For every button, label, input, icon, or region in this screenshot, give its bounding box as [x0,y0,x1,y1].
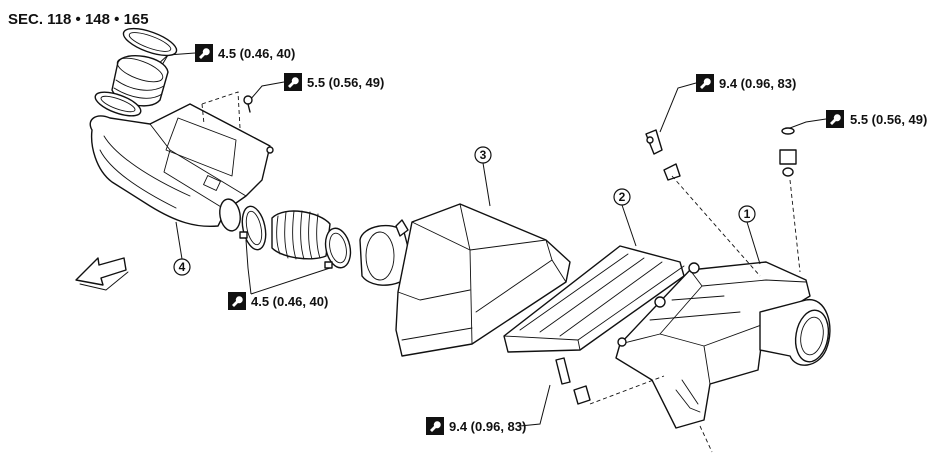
torque-value: 5.5 (0.56, 49) [850,112,927,127]
torque-value: 9.4 (0.96, 83) [449,419,526,434]
callout-3: 3 [474,146,492,207]
torque-spec-2: 5.5 (0.56, 49) [284,73,384,91]
torque-leader-lines [131,52,827,427]
front-direction-arrow-icon [75,257,129,291]
torque-value: 9.4 (0.96, 83) [719,76,796,91]
callout-1: 1 [738,205,761,265]
torque-spec-1: 4.5 (0.46, 40) [195,44,295,62]
torque-wrench-icon [195,44,213,62]
torque-value: 4.5 (0.46, 40) [251,294,328,309]
callout-number: 3 [480,148,487,162]
mounting-hardware [555,127,797,405]
torque-value: 4.5 (0.46, 40) [218,46,295,61]
torque-wrench-icon [696,74,714,92]
torque-spec-6: 9.4 (0.96, 83) [426,417,526,435]
torque-wrench-icon [284,73,302,91]
callout-number: 4 [179,260,186,274]
assembly-guide-lines [589,175,801,453]
torque-spec-3: 9.4 (0.96, 83) [696,74,796,92]
torque-wrench-icon [826,110,844,128]
section-label: SEC. 118 • 148 • 165 [8,11,149,28]
callout-number: 1 [744,207,751,221]
torque-spec-5: 4.5 (0.46, 40) [228,292,328,310]
bolt [266,146,274,154]
air-cleaner-upper-case [359,203,571,357]
callout-2: 2 [613,188,637,247]
torque-value: 5.5 (0.56, 49) [307,75,384,90]
bolt [243,95,253,113]
callout-4: 4 [173,221,191,276]
torque-wrench-icon [228,292,246,310]
torque-wrench-icon [426,417,444,435]
air-cleaner-lower-case [615,261,831,429]
air-duct-bellows [239,205,352,269]
intake-duct-assembly [89,27,271,232]
callout-number: 2 [619,190,626,204]
torque-spec-4: 5.5 (0.56, 49) [826,110,927,128]
